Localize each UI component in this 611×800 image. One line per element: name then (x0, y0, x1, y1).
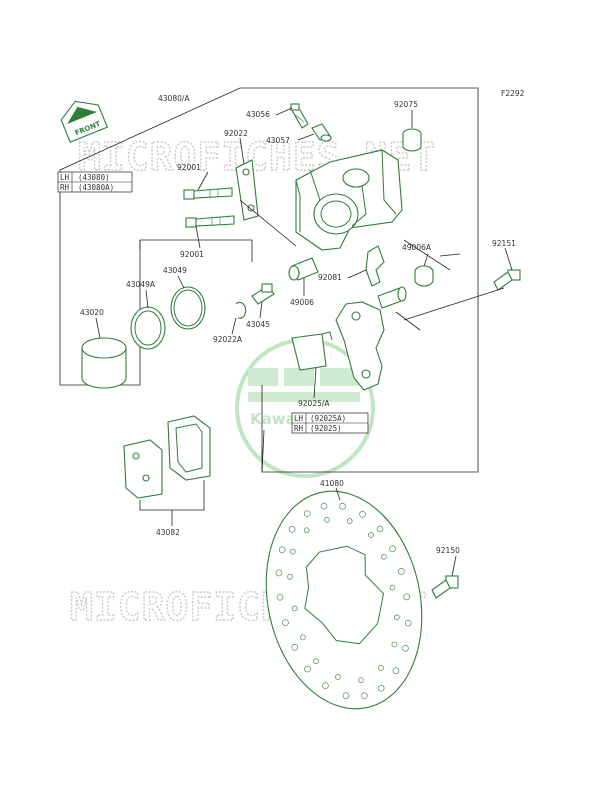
bolt-lower (185, 215, 235, 228)
bleed-cap (311, 123, 332, 142)
label-bracket-bolt: 92151 (492, 239, 516, 248)
brake-disc (265, 490, 423, 710)
label-spring: 92081 (318, 273, 342, 282)
label-pad-clip: 92022 (224, 129, 248, 138)
piston-seal (170, 286, 206, 330)
dust-seal (130, 306, 166, 350)
svg-text:RH: RH (60, 183, 70, 192)
label-shim: 92025/A (298, 399, 330, 408)
label-disc-bolt: 92150 (436, 546, 460, 555)
svg-text:LH: LH (294, 414, 304, 423)
label-pin: 43045 (246, 320, 270, 329)
spring (365, 245, 385, 287)
caliper-bracket (335, 286, 407, 391)
label-caliper-assy: 43080/A (158, 94, 190, 103)
label-bleed-valve: 43056 (246, 110, 270, 119)
label-pads: 43082 (156, 528, 180, 537)
disc-holes (275, 502, 412, 700)
pad-clip (235, 159, 259, 221)
pin-boot-small (414, 265, 434, 287)
label-dust-seal: 43049A (126, 280, 156, 289)
svg-text:(43080A): (43080A) (78, 183, 114, 192)
pin (251, 283, 275, 305)
label-sleeve: 49006 (290, 298, 314, 307)
figure-code: F2292 (501, 89, 525, 98)
front-arrow-icon: FRONT (60, 100, 109, 143)
bracket-bolt (493, 269, 521, 291)
brake-pad-rear (123, 439, 163, 499)
svg-text:LH: LH (60, 173, 70, 182)
svg-text:(92025): (92025) (310, 424, 342, 433)
label-pin-boot: 92075 (394, 100, 418, 109)
label-bolt-upper: 92001 (177, 163, 201, 172)
label-pin-boot-small: 49006A (402, 243, 432, 252)
svg-text:(92025A): (92025A) (310, 414, 346, 423)
disc-bolt (431, 575, 459, 599)
shim (291, 331, 333, 371)
leader-lines (95, 107, 513, 577)
bolt-upper (183, 187, 233, 200)
sleeve (288, 257, 319, 281)
brake-pad-front (167, 415, 211, 481)
shim-variant-table: LH (92025A) RH (92025) (291, 412, 369, 434)
clip (235, 301, 247, 319)
piston (81, 337, 127, 389)
label-bolt-lower: 92001 (180, 250, 204, 259)
svg-text:(43080): (43080) (78, 173, 110, 182)
caliper-variant-table: LH (43080) RH (43080A) (57, 171, 133, 193)
label-clip: 92022A (213, 335, 243, 344)
label-piston-seal: 43049 (163, 266, 187, 275)
pin-boot (402, 128, 422, 152)
label-bleed-cap: 43057 (266, 136, 290, 145)
label-disc: 41080 (320, 479, 344, 488)
caliper-body (295, 149, 403, 251)
label-piston: 43020 (80, 308, 104, 317)
svg-text:RH: RH (294, 424, 304, 433)
part-labels: 43080/A 43056 43057 92075 92022 92001 92… (80, 94, 516, 555)
bleed-valve (290, 103, 309, 129)
